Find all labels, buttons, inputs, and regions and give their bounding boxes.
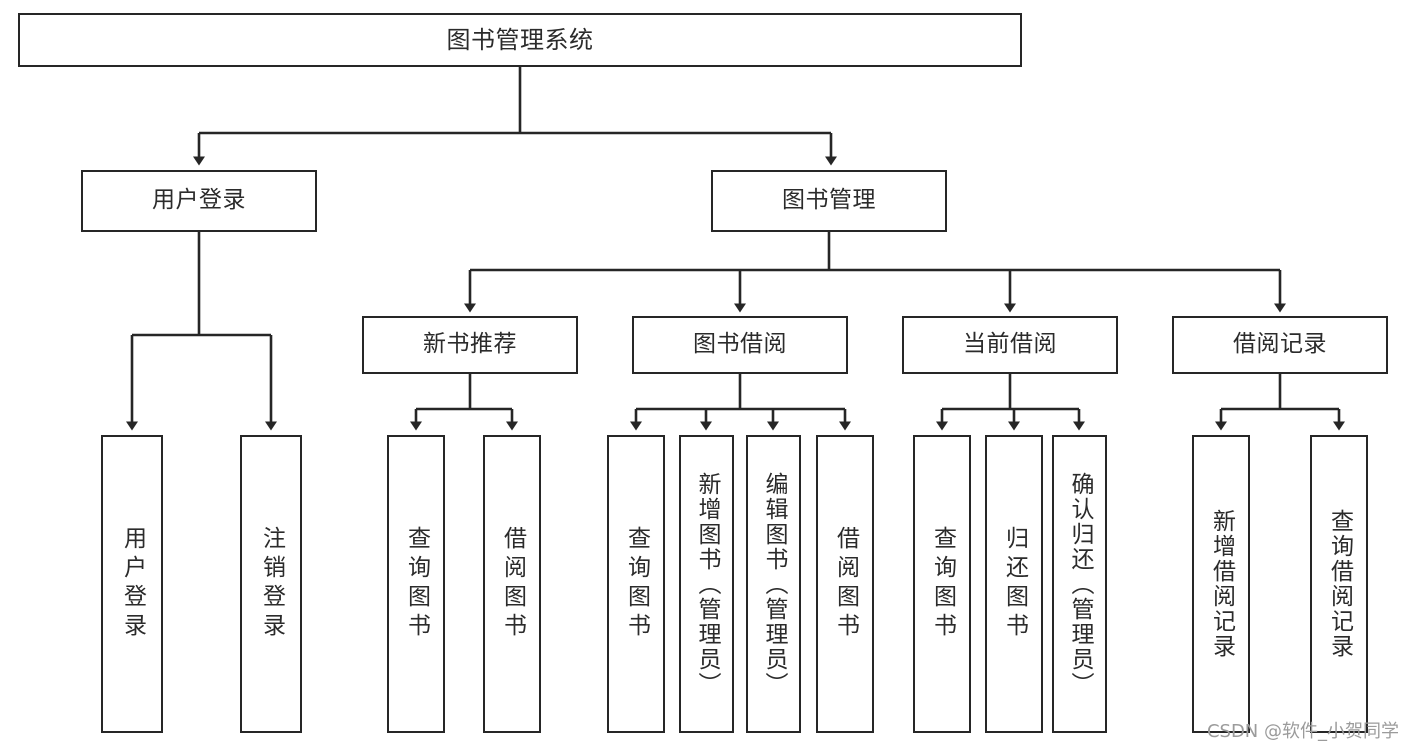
- node-leaf-4[interactable]: 查询图书: [607, 435, 665, 733]
- node-leaf-5[interactable]: 新增图书（管理员）: [679, 435, 734, 733]
- node-leaf-2[interactable]: 查询图书: [387, 435, 445, 733]
- node-leaf-6[interactable]: 编辑图书（管理员）: [746, 435, 801, 733]
- node-leaf-3[interactable]: 借阅图书: [483, 435, 541, 733]
- node-leaf-12[interactable]: 查询借阅记录: [1310, 435, 1368, 733]
- node-leaf-0[interactable]: 用户登录: [101, 435, 163, 733]
- node-level3-3[interactable]: 借阅记录: [1172, 316, 1388, 374]
- csdn-watermark: CSDN @软件_小贺同学: [1206, 721, 1399, 742]
- node-leaf-8[interactable]: 查询图书: [913, 435, 971, 733]
- node-leaf-7[interactable]: 借阅图书: [816, 435, 874, 733]
- node-level3-2[interactable]: 当前借阅: [902, 316, 1118, 374]
- node-root[interactable]: 图书管理系统: [18, 13, 1022, 67]
- node-leaf-9[interactable]: 归还图书: [985, 435, 1043, 733]
- node-level2-1[interactable]: 图书管理: [711, 170, 947, 232]
- node-leaf-10[interactable]: 确认归还（管理员）: [1052, 435, 1107, 733]
- node-leaf-1[interactable]: 注销登录: [240, 435, 302, 733]
- node-level3-0[interactable]: 新书推荐: [362, 316, 578, 374]
- node-level3-1[interactable]: 图书借阅: [632, 316, 848, 374]
- node-level2-0[interactable]: 用户登录: [81, 170, 317, 232]
- node-leaf-11[interactable]: 新增借阅记录: [1192, 435, 1250, 733]
